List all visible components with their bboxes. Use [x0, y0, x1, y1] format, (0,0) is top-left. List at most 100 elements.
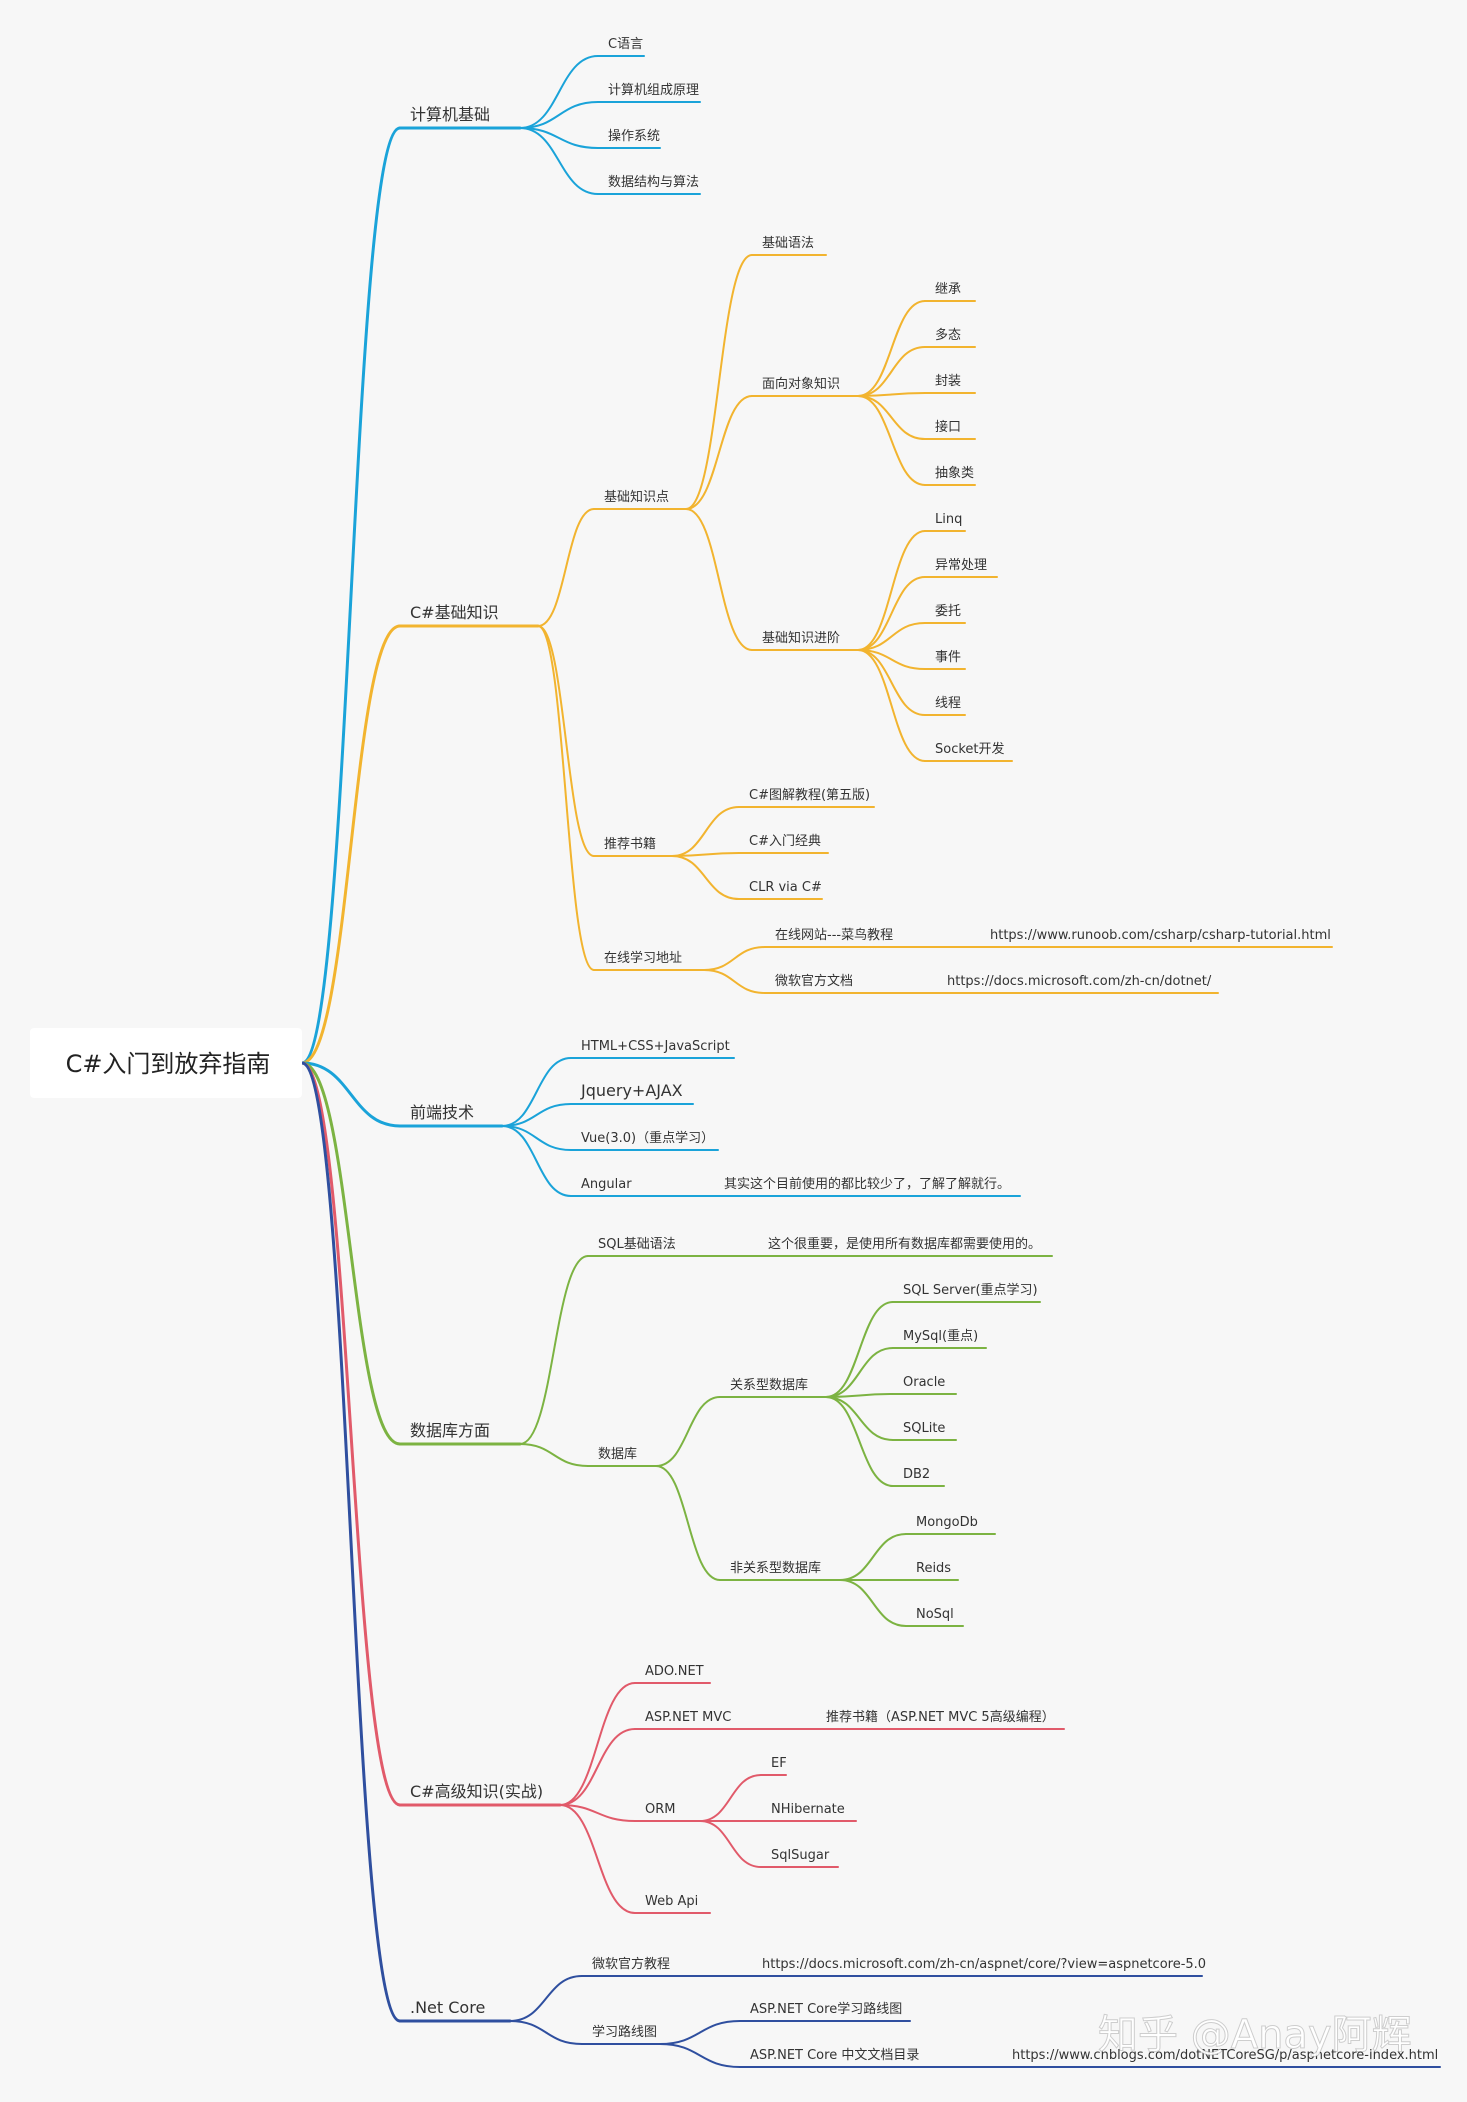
node-books-connector — [537, 625, 595, 857]
node-roadmap[interactable]: 学习路线图 — [592, 2024, 657, 2040]
node-nonrelational[interactable]: 非关系型数据库 — [730, 1560, 821, 1576]
leaf-angular[interactable]: Angular — [581, 1177, 632, 1192]
watermark: 知乎 @Anay阿辉 — [1098, 2012, 1412, 2058]
leaf-computer-basics-2-connector — [519, 101, 599, 129]
branch-net-core-connector — [300, 1061, 402, 2023]
leaf-book-2[interactable]: C#入门经典 — [749, 834, 821, 849]
leaf-sql-basics-connector — [519, 1255, 589, 1445]
node-database-connector — [519, 1443, 589, 1467]
node-oop-connector — [685, 395, 753, 510]
branch-frontend[interactable]: 前端技术 — [410, 1103, 474, 1122]
leaf-advanced-1-connector — [857, 530, 926, 651]
connector-lines — [300, 55, 1441, 2068]
leaf-ms-official-tutorial[interactable]: 微软官方教程 — [592, 1956, 670, 1972]
leaf-oop-2[interactable]: 多态 — [935, 327, 961, 343]
node-roadmap-connector — [509, 2020, 583, 2045]
leaf-relational-1-connector — [825, 1301, 894, 1398]
node-database[interactable]: 数据库 — [598, 1446, 637, 1462]
leaf-oop-5[interactable]: 抽象类 — [935, 466, 974, 481]
leaf-relational-1[interactable]: SQL Server(重点学习) — [903, 1282, 1038, 1298]
leaf-advanced-3[interactable]: 委托 — [935, 604, 961, 619]
note-angular[interactable]: 其实这个目前使用的都比较少了，了解了解就行。 — [724, 1176, 1010, 1192]
node-relational[interactable]: 关系型数据库 — [730, 1377, 808, 1393]
leaf-sql-basics[interactable]: SQL基础语法 — [598, 1237, 676, 1252]
branch-computer-basics[interactable]: 计算机基础 — [410, 105, 490, 124]
leaf-jquery-ajax[interactable]: Jquery+AJAX — [580, 1081, 683, 1100]
leaf-advanced-4-connector — [857, 649, 926, 670]
note-sql-basics[interactable]: 这个很重要，是使用所有数据库都需要使用的。 — [768, 1236, 1041, 1252]
node-orm[interactable]: ORM — [645, 1802, 675, 1817]
node-oop[interactable]: 面向对象知识 — [762, 376, 840, 392]
leaf-online-msdocs-connector — [703, 969, 766, 994]
leaf-relational-2[interactable]: MySql(重点) — [903, 1328, 978, 1344]
leaf-advanced-2-connector — [857, 576, 926, 651]
leaf-html-css-js-connector — [501, 1057, 572, 1127]
node-online[interactable]: 在线学习地址 — [604, 950, 682, 966]
leaf-orm-3-connector — [699, 1820, 762, 1868]
root-node-box — [30, 1028, 302, 1098]
leaf-nonrelational-1-connector — [839, 1533, 907, 1581]
leaf-advanced-6[interactable]: Socket开发 — [935, 741, 1005, 757]
leaf-ado-net-connector — [559, 1682, 636, 1806]
leaf-roadmap-aspnetcore-connector — [659, 2020, 741, 2045]
leaf-relational-2-connector — [825, 1347, 894, 1398]
leaf-roadmap-aspnetcore[interactable]: ASP.NET Core学习路线图 — [750, 2001, 902, 2017]
leaf-orm-1-connector — [699, 1774, 762, 1822]
branch-database[interactable]: 数据库方面 — [410, 1421, 490, 1440]
leaf-computer-basics-1[interactable]: C语言 — [608, 37, 643, 52]
branch-computer-basics-connector — [300, 126, 402, 1065]
node-basics-advanced[interactable]: 基础知识进阶 — [762, 630, 840, 646]
branch-csharp-basics[interactable]: C#基础知识 — [410, 603, 499, 622]
leaf-orm-3[interactable]: SqlSugar — [771, 1848, 830, 1863]
leaf-syntax[interactable]: 基础语法 — [762, 236, 814, 251]
leaf-roadmap-cn-docs[interactable]: ASP.NET Core 中文文档目录 — [750, 2048, 919, 2063]
leaf-oop-4[interactable]: 接口 — [935, 419, 961, 435]
leaf-html-css-js[interactable]: HTML+CSS+JavaScript — [581, 1039, 730, 1054]
node-basics[interactable]: 基础知识点 — [604, 489, 669, 505]
leaf-advanced-5[interactable]: 线程 — [935, 696, 961, 711]
leaf-relational-5[interactable]: DB2 — [903, 1467, 930, 1482]
leaf-advanced-2[interactable]: 异常处理 — [935, 558, 987, 573]
leaf-web-api[interactable]: Web Api — [645, 1894, 698, 1909]
note-mvc-book[interactable]: 推荐书籍（ASP.NET MVC 5高级编程） — [826, 1709, 1055, 1725]
root-node[interactable]: C#入门到放弃指南 — [30, 1028, 302, 1098]
link-aspnetcore-docs[interactable]: https://docs.microsoft.com/zh-cn/aspnet/… — [762, 1957, 1206, 1972]
leaf-nonrelational-2[interactable]: Reids — [916, 1561, 951, 1576]
leaf-oop-1-connector — [857, 300, 926, 397]
node-orm-connector — [559, 1804, 636, 1822]
leaf-nonrelational-3-connector — [839, 1579, 907, 1627]
link-cnblogs[interactable]: https://www.cnblogs.com/dotNETCoreSG/p/a… — [1012, 2048, 1438, 2063]
link-msdocs[interactable]: https://docs.microsoft.com/zh-cn/dotnet/ — [947, 974, 1212, 989]
leaf-computer-basics-4[interactable]: 数据结构与算法 — [608, 175, 699, 190]
leaf-oop-2-connector — [857, 346, 926, 397]
leaf-relational-3[interactable]: Oracle — [903, 1375, 945, 1390]
leaf-book-1[interactable]: C#图解教程(第五版) — [749, 787, 870, 803]
leaf-advanced-4[interactable]: 事件 — [935, 650, 961, 665]
node-basics-connector — [537, 508, 595, 627]
leaf-nonrelational-3[interactable]: NoSql — [916, 1607, 954, 1622]
leaf-computer-basics-3-connector — [519, 127, 599, 149]
leaf-asp-net-mvc[interactable]: ASP.NET MVC — [645, 1710, 731, 1725]
leaf-relational-4[interactable]: SQLite — [903, 1421, 945, 1436]
leaf-vue-connector — [501, 1125, 572, 1151]
leaf-oop-1[interactable]: 继承 — [935, 282, 961, 297]
branch-net-core[interactable]: .Net Core — [410, 1998, 485, 2017]
leaf-relational-3-connector — [825, 1393, 894, 1398]
leaf-orm-2[interactable]: NHibernate — [771, 1802, 845, 1817]
leaf-orm-1[interactable]: EF — [771, 1756, 787, 1771]
leaf-online-runoob[interactable]: 在线网站---菜鸟教程 — [775, 927, 893, 943]
link-runoob[interactable]: https://www.runoob.com/csharp/csharp-tut… — [990, 928, 1331, 943]
node-books[interactable]: 推荐书籍 — [604, 836, 656, 852]
leaf-online-msdocs[interactable]: 微软官方文档 — [775, 973, 853, 989]
leaf-advanced-1[interactable]: Linq — [935, 512, 962, 527]
leaf-computer-basics-3[interactable]: 操作系统 — [608, 128, 660, 144]
leaf-computer-basics-2[interactable]: 计算机组成原理 — [608, 83, 699, 98]
leaf-book-3[interactable]: CLR via C# — [749, 880, 822, 895]
leaf-vue[interactable]: Vue(3.0)（重点学习） — [581, 1130, 714, 1146]
leaf-oop-3[interactable]: 封装 — [935, 374, 961, 389]
branch-csharp-advanced[interactable]: C#高级知识(实战) — [410, 1782, 543, 1801]
leaf-nonrelational-1[interactable]: MongoDb — [916, 1515, 978, 1530]
leaf-ado-net[interactable]: ADO.NET — [645, 1664, 704, 1679]
leaf-book-1-connector — [671, 806, 740, 857]
